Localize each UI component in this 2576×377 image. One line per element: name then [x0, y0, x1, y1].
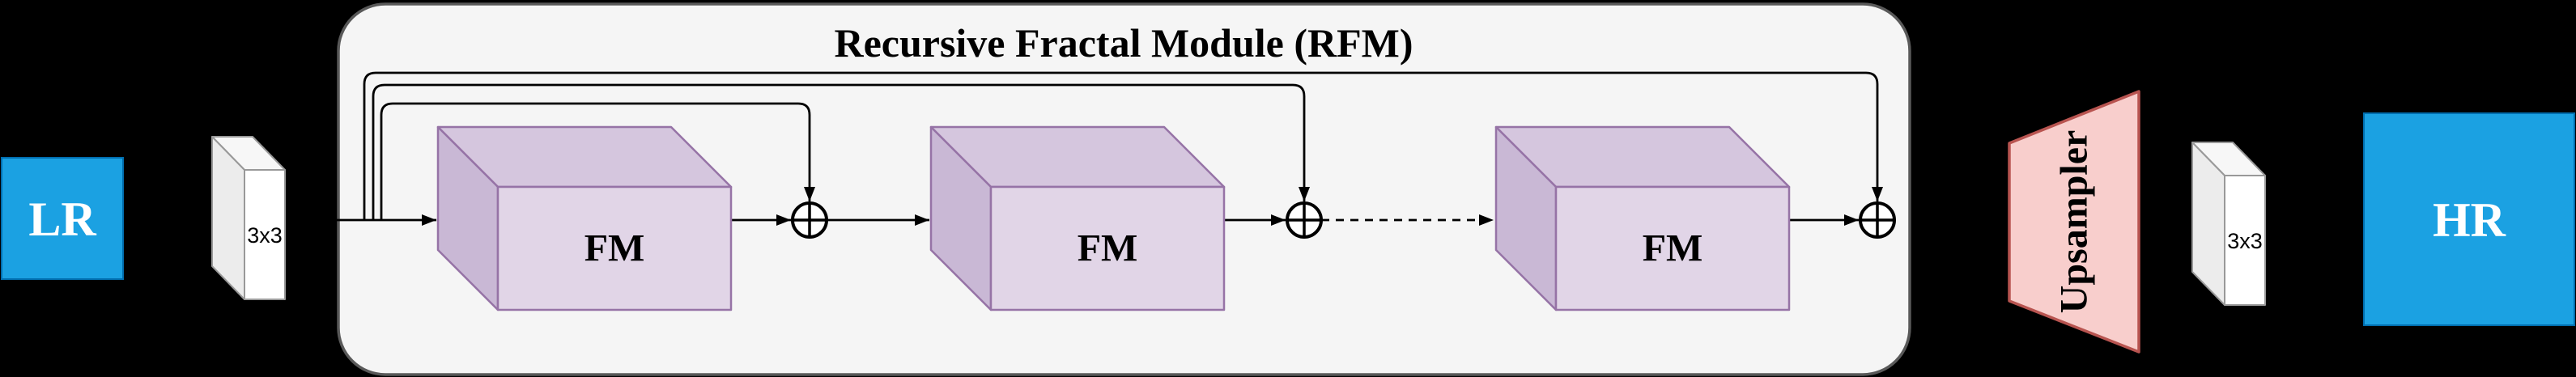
upsampler-trapezoid	[2008, 90, 2140, 354]
fm-block-1	[436, 125, 733, 311]
fm-block-2-label: FM	[1078, 227, 1138, 270]
add-icon-3	[1859, 201, 1896, 239]
conv3x3-output-front-face	[2224, 175, 2266, 306]
skip-connection-3	[380, 102, 815, 220]
conv3x3-input-label: 3x3	[247, 223, 283, 248]
fm-block-1-label: FM	[584, 227, 645, 270]
skip-connection-2	[372, 83, 1310, 220]
conv3x3-output-slab	[2191, 142, 2266, 306]
conv3x3-input-slab	[211, 136, 286, 300]
fm-block-2	[929, 125, 1226, 311]
add-icon-1	[791, 201, 828, 239]
fm-block-3-front-face	[1554, 185, 1791, 311]
add-icon-2	[1286, 201, 1323, 239]
fm-block-1-front-face	[496, 185, 733, 311]
hr-box	[2363, 112, 2575, 326]
fm-block-3	[1494, 125, 1791, 311]
fm-block-2-front-face	[989, 185, 1226, 311]
upsampler-label: Upsampler	[2053, 130, 2096, 314]
conv3x3-input-front-face	[244, 169, 286, 300]
lr-label: LR	[28, 193, 96, 246]
fm-block-3-label: FM	[1643, 227, 1703, 270]
rfm-title: Recursive Fractal Module (RFM)	[834, 20, 1413, 66]
conv3x3-output-label: 3x3	[2227, 229, 2263, 253]
skip-connection-1	[363, 71, 1883, 220]
hr-label: HR	[2433, 193, 2506, 247]
lr-box	[1, 157, 124, 280]
